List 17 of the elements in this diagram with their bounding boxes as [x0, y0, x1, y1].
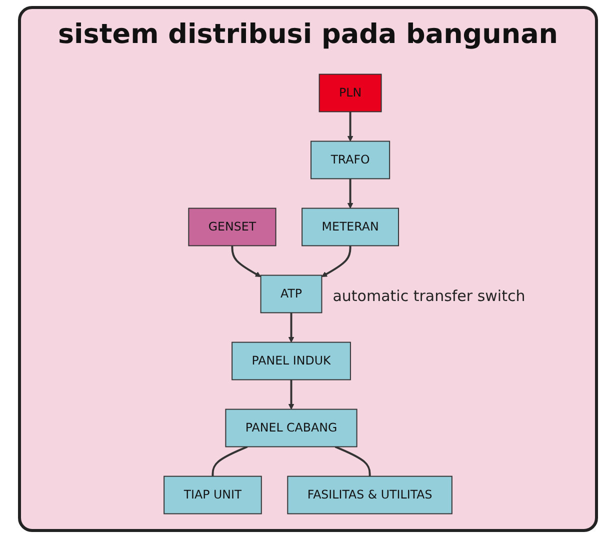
process-box: PANEL CABANG: [225, 408, 358, 448]
process-box: TRAFO: [310, 140, 390, 180]
process-box: TIAP UNIT: [164, 476, 262, 514]
process-box: FASILITAS & UTILITAS: [287, 476, 452, 514]
process-box: PLN: [318, 74, 382, 112]
title: sistem distribusi pada bangunan: [56, 19, 560, 50]
arrow: [321, 246, 352, 277]
process-box: ATP: [260, 274, 322, 314]
arrow: [347, 178, 354, 209]
process-box: GENSET: [188, 208, 276, 246]
node-caption: automatic transfer switch: [332, 287, 526, 305]
arrow: [231, 246, 262, 277]
process-box: PANEL INDUK: [232, 342, 351, 380]
arrow: [347, 112, 354, 142]
process-box: METERAN: [302, 208, 400, 246]
arrow: [288, 380, 294, 410]
arrow: [288, 312, 294, 343]
